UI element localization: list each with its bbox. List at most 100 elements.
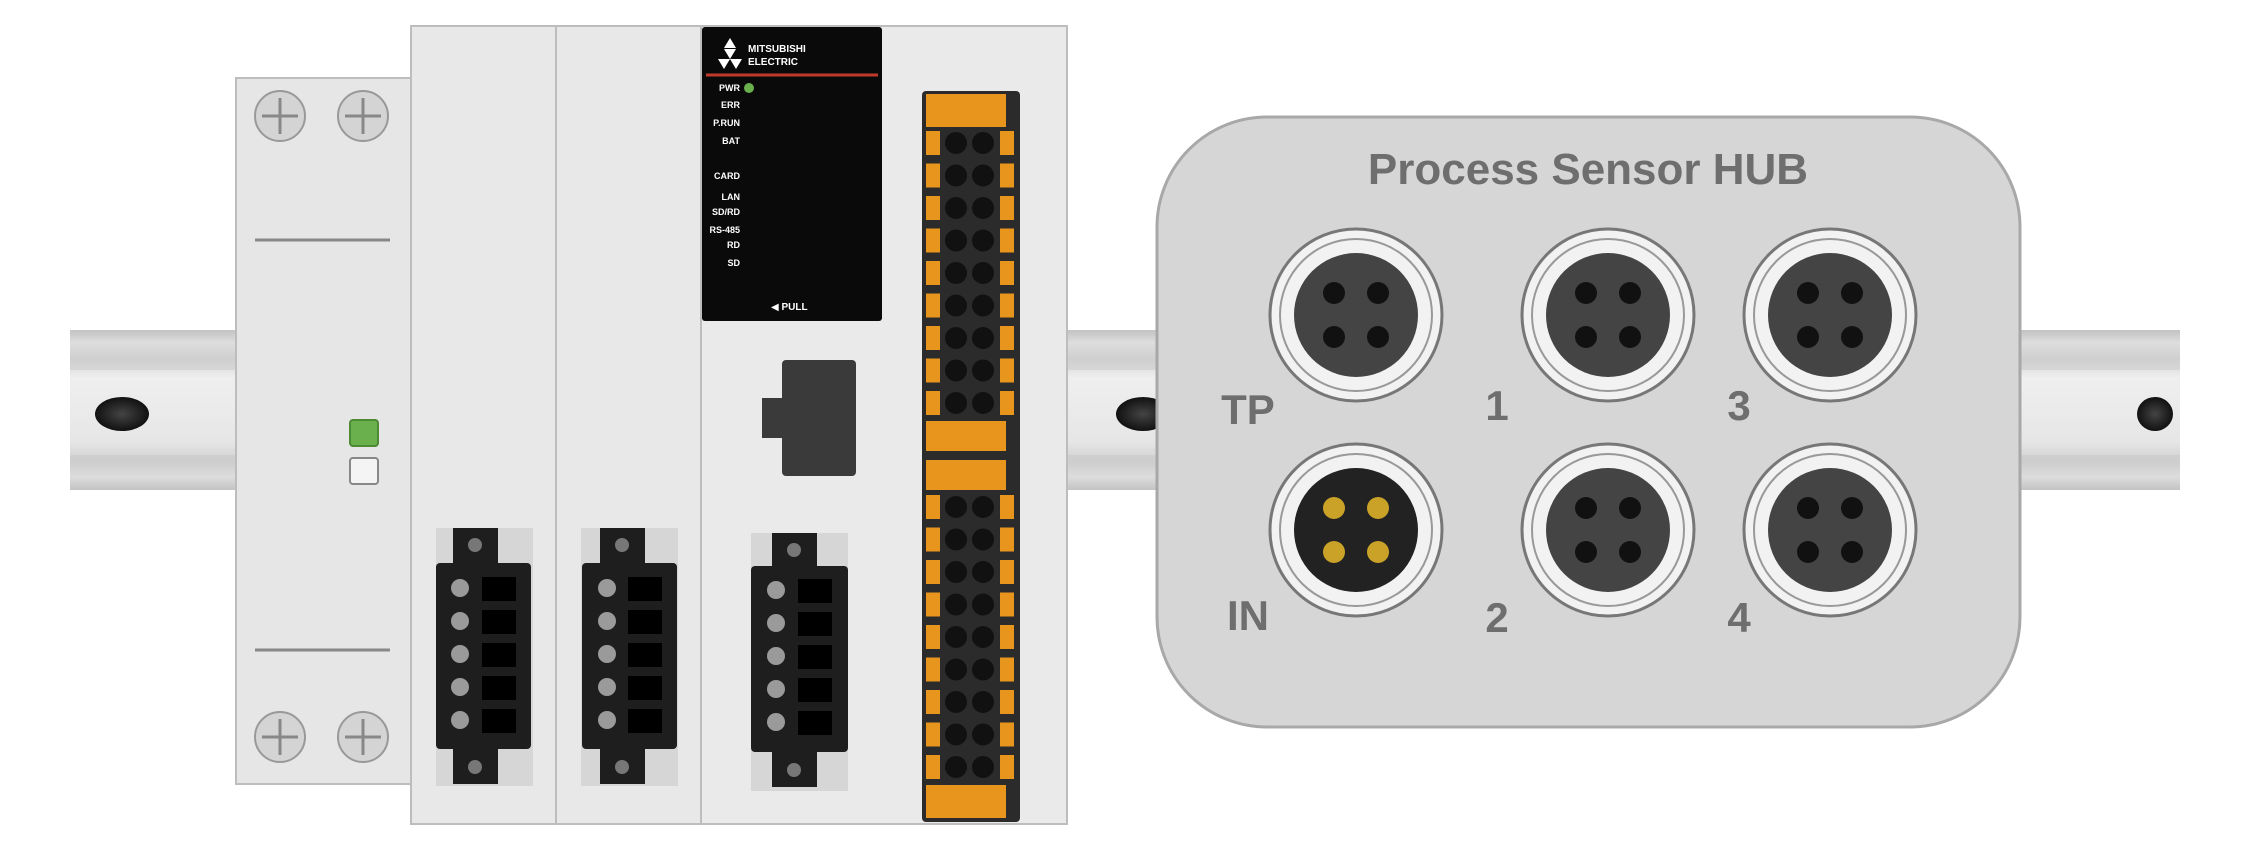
- terminal-lever[interactable]: [1000, 755, 1014, 779]
- terminal-lever[interactable]: [1000, 131, 1014, 155]
- terminal-lever[interactable]: [926, 196, 940, 220]
- terminal-block-connector[interactable]: [582, 528, 677, 784]
- rail-slot: [2137, 397, 2173, 431]
- terminal-hole[interactable]: [945, 658, 967, 681]
- led-label: CARD: [714, 171, 740, 181]
- terminal-hole[interactable]: [945, 626, 967, 648]
- terminal-lever[interactable]: [1000, 261, 1014, 285]
- terminal-lever[interactable]: [926, 560, 940, 584]
- terminal-hole[interactable]: [972, 327, 994, 349]
- terminal-lever[interactable]: [1000, 358, 1014, 383]
- m12-port-3[interactable]: [1742, 227, 1918, 403]
- led-label: ERR: [721, 100, 741, 110]
- terminal-hole[interactable]: [945, 756, 967, 778]
- terminal-lever[interactable]: [926, 391, 940, 415]
- terminal-hole[interactable]: [945, 294, 967, 317]
- terminal-hole[interactable]: [972, 496, 994, 518]
- terminal-lever[interactable]: [926, 755, 940, 779]
- terminal-lever[interactable]: [926, 261, 940, 285]
- connector-pin: [1841, 326, 1863, 348]
- connector-pin: [1841, 497, 1863, 519]
- terminal-hole[interactable]: [972, 658, 994, 681]
- terminal-lever[interactable]: [926, 228, 940, 253]
- terminal-lever[interactable]: [926, 527, 940, 552]
- terminal-lever[interactable]: [926, 592, 940, 617]
- terminal-hole[interactable]: [945, 197, 967, 219]
- port-label: TP: [1221, 386, 1275, 433]
- led-label: P.RUN: [713, 118, 740, 128]
- screw-icon: [254, 711, 306, 763]
- terminal-lever[interactable]: [926, 163, 940, 188]
- terminal-hole[interactable]: [972, 626, 994, 648]
- connector-pin: [1323, 326, 1345, 348]
- terminal-hole[interactable]: [972, 528, 994, 551]
- terminal-lever[interactable]: [1000, 495, 1014, 519]
- led-label: LAN: [722, 192, 741, 202]
- connector-pin: [1575, 497, 1597, 519]
- terminal-lever[interactable]: [1000, 592, 1014, 617]
- card-slot[interactable]: [762, 360, 856, 476]
- terminal-hole[interactable]: [945, 496, 967, 518]
- terminal-lever[interactable]: [1000, 293, 1014, 318]
- terminal-lever[interactable]: [1000, 625, 1014, 649]
- m12-port-4[interactable]: [1742, 442, 1918, 618]
- terminal-lever[interactable]: [926, 657, 940, 682]
- terminal-lever[interactable]: [1000, 560, 1014, 584]
- terminal-lever[interactable]: [1000, 196, 1014, 220]
- terminal-hole[interactable]: [945, 723, 967, 746]
- terminal-hole[interactable]: [945, 359, 967, 382]
- terminal-lever[interactable]: [926, 625, 940, 649]
- terminal-hole[interactable]: [945, 132, 967, 154]
- connector-pin: [1841, 282, 1863, 304]
- terminal-lever[interactable]: [1000, 722, 1014, 747]
- terminal-hole[interactable]: [972, 132, 994, 154]
- terminal-hole[interactable]: [945, 593, 967, 616]
- terminal-hole[interactable]: [972, 392, 994, 414]
- terminal-lever[interactable]: [1000, 326, 1014, 350]
- terminal-lever[interactable]: [1000, 527, 1014, 552]
- terminal-hole[interactable]: [972, 691, 994, 713]
- terminal-lever[interactable]: [926, 690, 940, 714]
- terminal-hole[interactable]: [945, 327, 967, 349]
- power-module: [235, 77, 415, 785]
- terminal-hole[interactable]: [972, 294, 994, 317]
- terminal-hole[interactable]: [972, 561, 994, 583]
- terminal-hole[interactable]: [972, 229, 994, 252]
- terminal-hole[interactable]: [945, 229, 967, 252]
- m12-port-tp[interactable]: [1268, 227, 1444, 403]
- terminal-hole[interactable]: [972, 593, 994, 616]
- terminal-lever[interactable]: [1000, 690, 1014, 714]
- terminal-hole[interactable]: [945, 392, 967, 414]
- terminal-lever[interactable]: [926, 293, 940, 318]
- terminal-lever[interactable]: [926, 131, 940, 155]
- terminal-lever[interactable]: [926, 326, 940, 350]
- terminal-hole[interactable]: [972, 359, 994, 382]
- brand-line1: MITSUBISHI: [748, 44, 806, 55]
- terminal-hole[interactable]: [972, 723, 994, 746]
- terminal-lever[interactable]: [926, 722, 940, 747]
- terminal-hole[interactable]: [945, 262, 967, 284]
- m12-port-2[interactable]: [1520, 442, 1696, 618]
- terminal-block-connector[interactable]: [751, 533, 848, 787]
- spring-terminal-block[interactable]: [922, 91, 1020, 822]
- terminal-lever[interactable]: [926, 358, 940, 383]
- terminal-hole[interactable]: [945, 528, 967, 551]
- terminal-hole[interactable]: [945, 561, 967, 583]
- connector-pin: [1619, 541, 1641, 563]
- terminal-lever[interactable]: [1000, 163, 1014, 188]
- terminal-hole[interactable]: [972, 197, 994, 219]
- terminal-lever[interactable]: [1000, 228, 1014, 253]
- terminal-hole[interactable]: [972, 262, 994, 284]
- terminal-hole[interactable]: [972, 164, 994, 187]
- screw-icon: [254, 90, 306, 142]
- terminal-lever[interactable]: [926, 495, 940, 519]
- terminal-lever[interactable]: [1000, 391, 1014, 415]
- terminal-lever[interactable]: [1000, 657, 1014, 682]
- terminal-hole[interactable]: [945, 164, 967, 187]
- terminal-block-connector[interactable]: [436, 528, 531, 784]
- terminal-hole[interactable]: [972, 756, 994, 778]
- m12-port-1[interactable]: [1520, 227, 1696, 403]
- m12-port-in[interactable]: [1268, 442, 1444, 618]
- terminal-hole[interactable]: [945, 691, 967, 713]
